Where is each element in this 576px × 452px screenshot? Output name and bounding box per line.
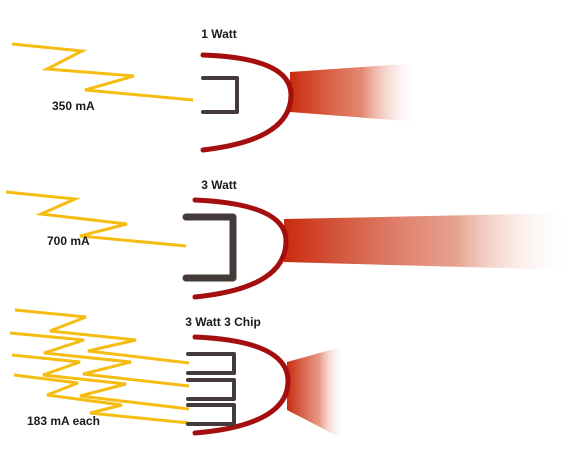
led-1-dome (200, 52, 294, 153)
led-3-lightning-bolt-3 (11, 353, 190, 411)
led-2-chip (182, 213, 237, 282)
led-1-lightning-bolt (11, 42, 194, 102)
led-3-chip-3 (186, 403, 236, 426)
led-1-title: 1 Watt (201, 27, 237, 41)
led-1-chip (201, 76, 239, 114)
led-3-chip-1 (186, 352, 236, 375)
led-3-lightning-bolt-4 (13, 373, 190, 425)
led-2-dome (192, 197, 289, 300)
led-2-light-beam (284, 213, 570, 270)
led-2-current-label: 700 mA (47, 234, 90, 248)
led-3-light-beam (287, 347, 345, 440)
led-3-group: 3 Watt 3 Chip 183 mA each (9, 308, 345, 440)
led-2-lightning-bolt (5, 190, 187, 248)
led-2-group: 3 Watt 700 mA (5, 178, 570, 300)
led-1-light-beam (290, 63, 420, 122)
led-2-title: 3 Watt (201, 178, 237, 192)
led-3-dome (192, 334, 291, 436)
led-1-group: 1 Watt 350 mA (11, 27, 420, 153)
led-3-current-label: 183 mA each (27, 414, 100, 428)
led-3-lightning-bolt-1 (14, 308, 190, 365)
led-3-chip-2 (186, 378, 236, 401)
led-3-title: 3 Watt 3 Chip (185, 315, 261, 329)
led-1-current-label: 350 mA (52, 99, 95, 113)
led-3-lightning-bolt-2 (9, 331, 190, 388)
